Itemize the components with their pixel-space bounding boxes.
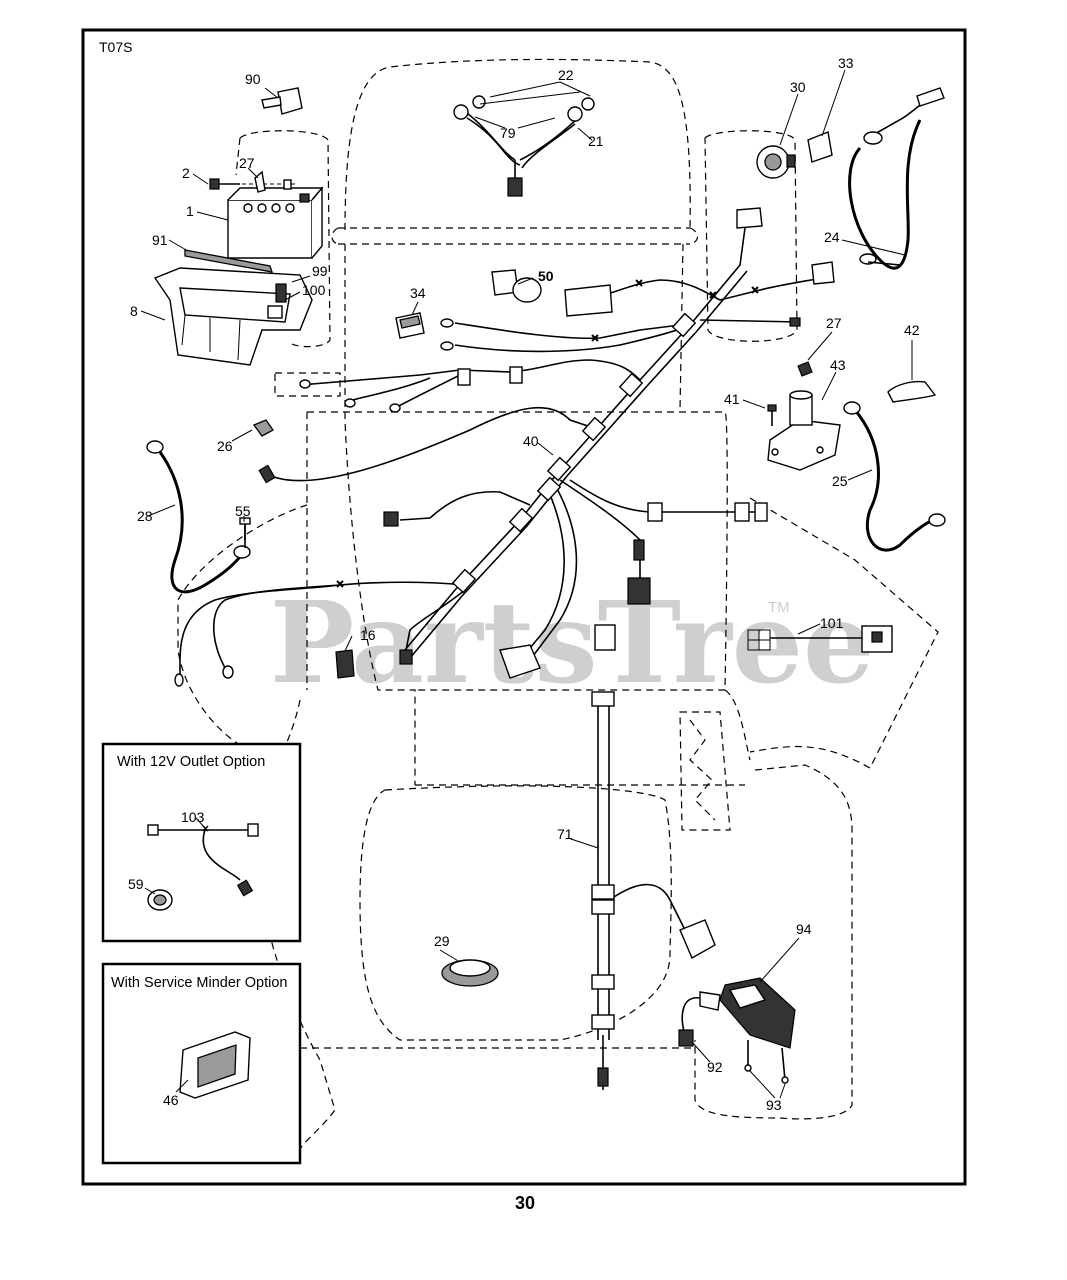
part-29 [441, 959, 499, 987]
callout-40: 40 [523, 433, 539, 449]
callout-59: 59 [128, 876, 144, 892]
callout-16: 16 [360, 627, 376, 643]
module-94 [719, 977, 796, 1049]
callout-55: 55 [235, 503, 251, 519]
callout-24: 24 [824, 229, 840, 245]
battery-cable-24 [848, 119, 922, 270]
callout-91: 91 [152, 232, 168, 248]
callout-8: 8 [130, 303, 138, 319]
callout-1: 1 [186, 203, 194, 219]
page-number: 30 [515, 1193, 535, 1213]
plug-90 [261, 87, 303, 115]
callout-93: 93 [766, 1097, 782, 1113]
callout-103: 103 [181, 809, 205, 825]
callout-50: 50 [538, 268, 554, 284]
battery-tray-8 [153, 267, 313, 366]
ignition-switch-30 [756, 145, 796, 179]
callout-99: 99 [312, 263, 328, 279]
switch-34 [395, 312, 425, 339]
switch-50 [491, 269, 542, 303]
callout-42: 42 [904, 322, 920, 338]
screw-55 [239, 517, 251, 540]
callout-29: 29 [434, 933, 450, 949]
lower-harness [591, 624, 716, 1090]
inset-service-title: With Service Minder Option [111, 975, 287, 991]
diagram-code: T07S [99, 39, 132, 55]
tractor-outline [177, 58, 939, 1151]
battery-cable-28 [158, 451, 247, 594]
diagram-frame [81, 28, 967, 1186]
part-33 [807, 131, 833, 163]
callout-79: 79 [500, 125, 516, 141]
callout-94: 94 [796, 921, 812, 937]
callout-33: 33 [838, 55, 854, 71]
fuse-26 [252, 419, 274, 437]
callout-41: 41 [724, 391, 740, 407]
solenoid-43 [767, 361, 841, 471]
headlight-harness [453, 91, 595, 197]
callout-labels: 90 27 2 1 91 99 100 8 22 79 21 30 33 24 … [128, 55, 920, 1113]
leader-lines [140, 69, 913, 1099]
inset-service-minder: With Service Minder Option [101, 962, 302, 1165]
callout-100: 100 [302, 282, 326, 298]
connector-16 [335, 649, 355, 679]
main-wiring-harness [179, 207, 835, 680]
callout-71: 71 [557, 826, 573, 842]
callout-28: 28 [137, 508, 153, 524]
callout-101: 101 [820, 615, 844, 631]
callout-92: 92 [707, 1059, 723, 1075]
screw-41 [767, 404, 777, 426]
inset-12v-title: With 12V Outlet Option [117, 754, 265, 770]
callout-43: 43 [830, 357, 846, 373]
callout-27: 27 [239, 155, 255, 171]
connector-101 [747, 625, 893, 653]
callout-30: 30 [790, 79, 806, 95]
connector-92 [678, 991, 721, 1047]
battery-cable-25 [853, 409, 936, 552]
callout-25: 25 [832, 473, 848, 489]
boot-42 [887, 380, 937, 403]
battery-1 [227, 186, 324, 259]
strap-91 [184, 249, 273, 273]
callout-90: 90 [245, 71, 261, 87]
callout-34: 34 [410, 285, 426, 301]
inset-12v-outlet: With 12V Outlet Option [101, 742, 302, 943]
watermark-trademark: TM [768, 599, 790, 616]
callout-27b: 27 [826, 315, 842, 331]
watermark: PartsTree [270, 578, 874, 709]
callout-21: 21 [588, 133, 604, 149]
callout-26: 26 [217, 438, 233, 454]
screws-93 [744, 1040, 789, 1084]
callout-22: 22 [558, 67, 574, 83]
callout-46: 46 [163, 1092, 179, 1108]
callout-2: 2 [182, 165, 190, 181]
